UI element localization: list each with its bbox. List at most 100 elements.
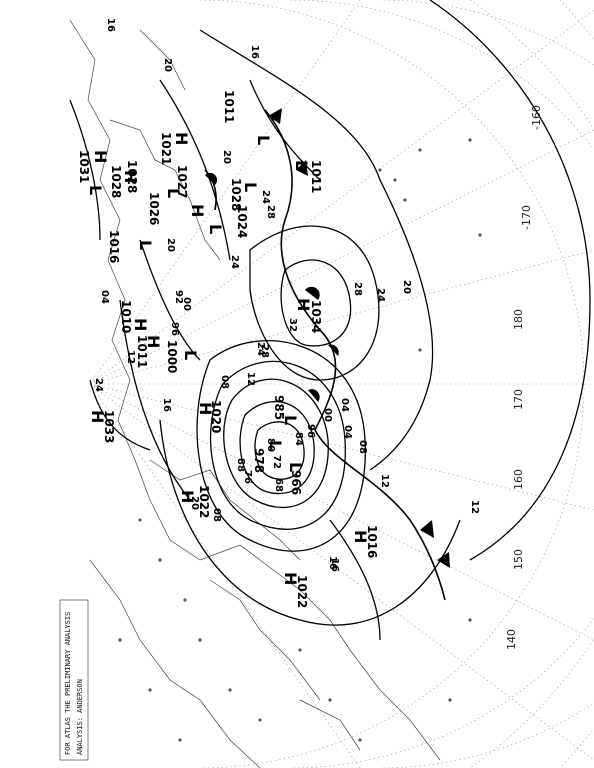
info-line: FOR ATLAS THE PRELIMINARY ANALYSIS [64,612,72,755]
low-symbol: L [254,135,273,145]
low-symbol: L [266,440,285,450]
lon-label: -160 [530,105,543,130]
high-symbol: H [188,204,207,217]
isobar-label: 04 [99,290,110,304]
isobar-label: 08 [357,440,368,454]
low-symbol: L [206,224,225,234]
isobar-label: 92 [173,290,184,304]
high-value: 1021 [159,132,173,165]
lon-label: 170 [512,389,525,410]
low-symbol: L [136,240,155,250]
isobar-label: 00 [322,408,333,422]
isobar-label: 12 [469,500,480,514]
high-value: 1028 [109,165,123,198]
high-pressure-centers: H 1031 H 1028 H 1021 H 1027 H 1034 H 103… [77,132,379,608]
isobar-label: 24 [375,288,386,302]
isobar-label: 28 [352,282,363,296]
high-symbol: H [131,318,150,331]
high-value: 1020 [209,400,223,433]
isobar-label: 04 [342,425,353,439]
isobar-label: 28 [265,205,276,219]
low-value: 978 [252,448,266,473]
isobar-label: 12 [379,474,390,488]
isobar-label: 68 [273,478,284,492]
station-plots [118,138,482,742]
fronts [204,108,450,601]
high-symbol: H [144,335,163,348]
isobar-label: 20 [165,238,176,252]
isobar-label: 16 [249,45,260,59]
isobar-label: 16 [329,558,340,572]
longitude-labels: -160 -170 180 170 160 150 140 [505,105,543,650]
high-symbol: H [88,410,107,423]
isobar-label: 20 [162,58,173,72]
isobar-label: 72 [271,455,282,469]
low-value: 966 [289,470,303,495]
high-symbol: H [121,170,140,183]
isobar-label: 08 [219,375,230,389]
isobar-label: 84 [293,432,304,446]
coastlines [69,19,441,768]
low-value: 1011 [222,90,236,123]
isobar-label: 32 [287,318,298,332]
low-pressure-centers: L 1011 L 1024 L 1028 L 985 L 978 L 966 L… [86,90,323,495]
isobar-label: 24 [260,190,271,204]
low-value: 1026 [147,192,161,225]
info-block: FOR ATLAS THE PRELIMINARY ANALYSIS ANALY… [59,599,89,761]
low-value: 1024 [235,205,249,238]
isobar-label: 16 [161,398,172,412]
isobar-label: 88 [235,458,246,472]
high-symbol: H [281,572,300,585]
isobars [69,0,591,641]
high-value: 1011 [135,335,149,368]
isobar-label: 24 [229,255,240,269]
low-symbol: L [292,160,311,170]
isobar-label: 80 [265,438,276,452]
isobar-label: 00 [181,297,192,311]
low-value: 1011 [309,160,323,193]
isobar-label: 24 [255,342,266,356]
low-symbol: L [181,350,200,360]
high-value: 1033 [102,410,116,443]
lon-label: 150 [512,549,525,570]
high-value: 1031 [77,150,91,183]
low-value: 1028 [125,160,139,193]
high-symbol: H [91,150,110,163]
lon-label: 160 [512,469,525,490]
isobar-label: 12 [245,372,256,386]
isobar-label: 16 [105,18,116,32]
high-value: 1027 [175,165,189,198]
isobar-label: 96 [305,424,316,438]
isobar-label: 04 [339,398,350,412]
high-value: 1016 [365,525,379,558]
high-value: 1022 [197,485,211,518]
high-symbol: H [172,132,191,145]
low-symbol: L [241,182,260,192]
low-symbol: L [86,185,105,195]
high-value: 1022 [295,575,309,608]
isobar-label: 28 [259,344,270,358]
isobar-labels: 16 20 16 20 24 28 28 24 24 20 28 32 24 2… [93,18,480,572]
isobar-label: 12 [125,350,136,364]
isobar-label: 76 [242,470,253,484]
low-value: 1000 [165,340,179,373]
high-value: 1034 [309,300,323,333]
isobar-label: 16 [327,556,338,570]
low-value: 1028 [229,178,243,211]
high-symbol: H [351,530,370,543]
isobar-label: 20 [401,280,412,294]
lon-label: -170 [520,205,533,230]
high-symbol: H [178,490,197,503]
isobar-label: 20 [189,496,200,510]
low-value: 1016 [107,230,121,263]
high-symbol: H [196,402,215,415]
isobar-label: 24 [93,378,104,392]
low-symbol: L [164,188,183,198]
lon-label: 180 [512,309,525,330]
isobar-label: 96 [169,322,180,336]
isobar-label: 08 [211,508,222,522]
low-symbol: L [281,415,300,425]
high-symbol: H [294,298,313,311]
low-symbol: L [286,462,305,472]
